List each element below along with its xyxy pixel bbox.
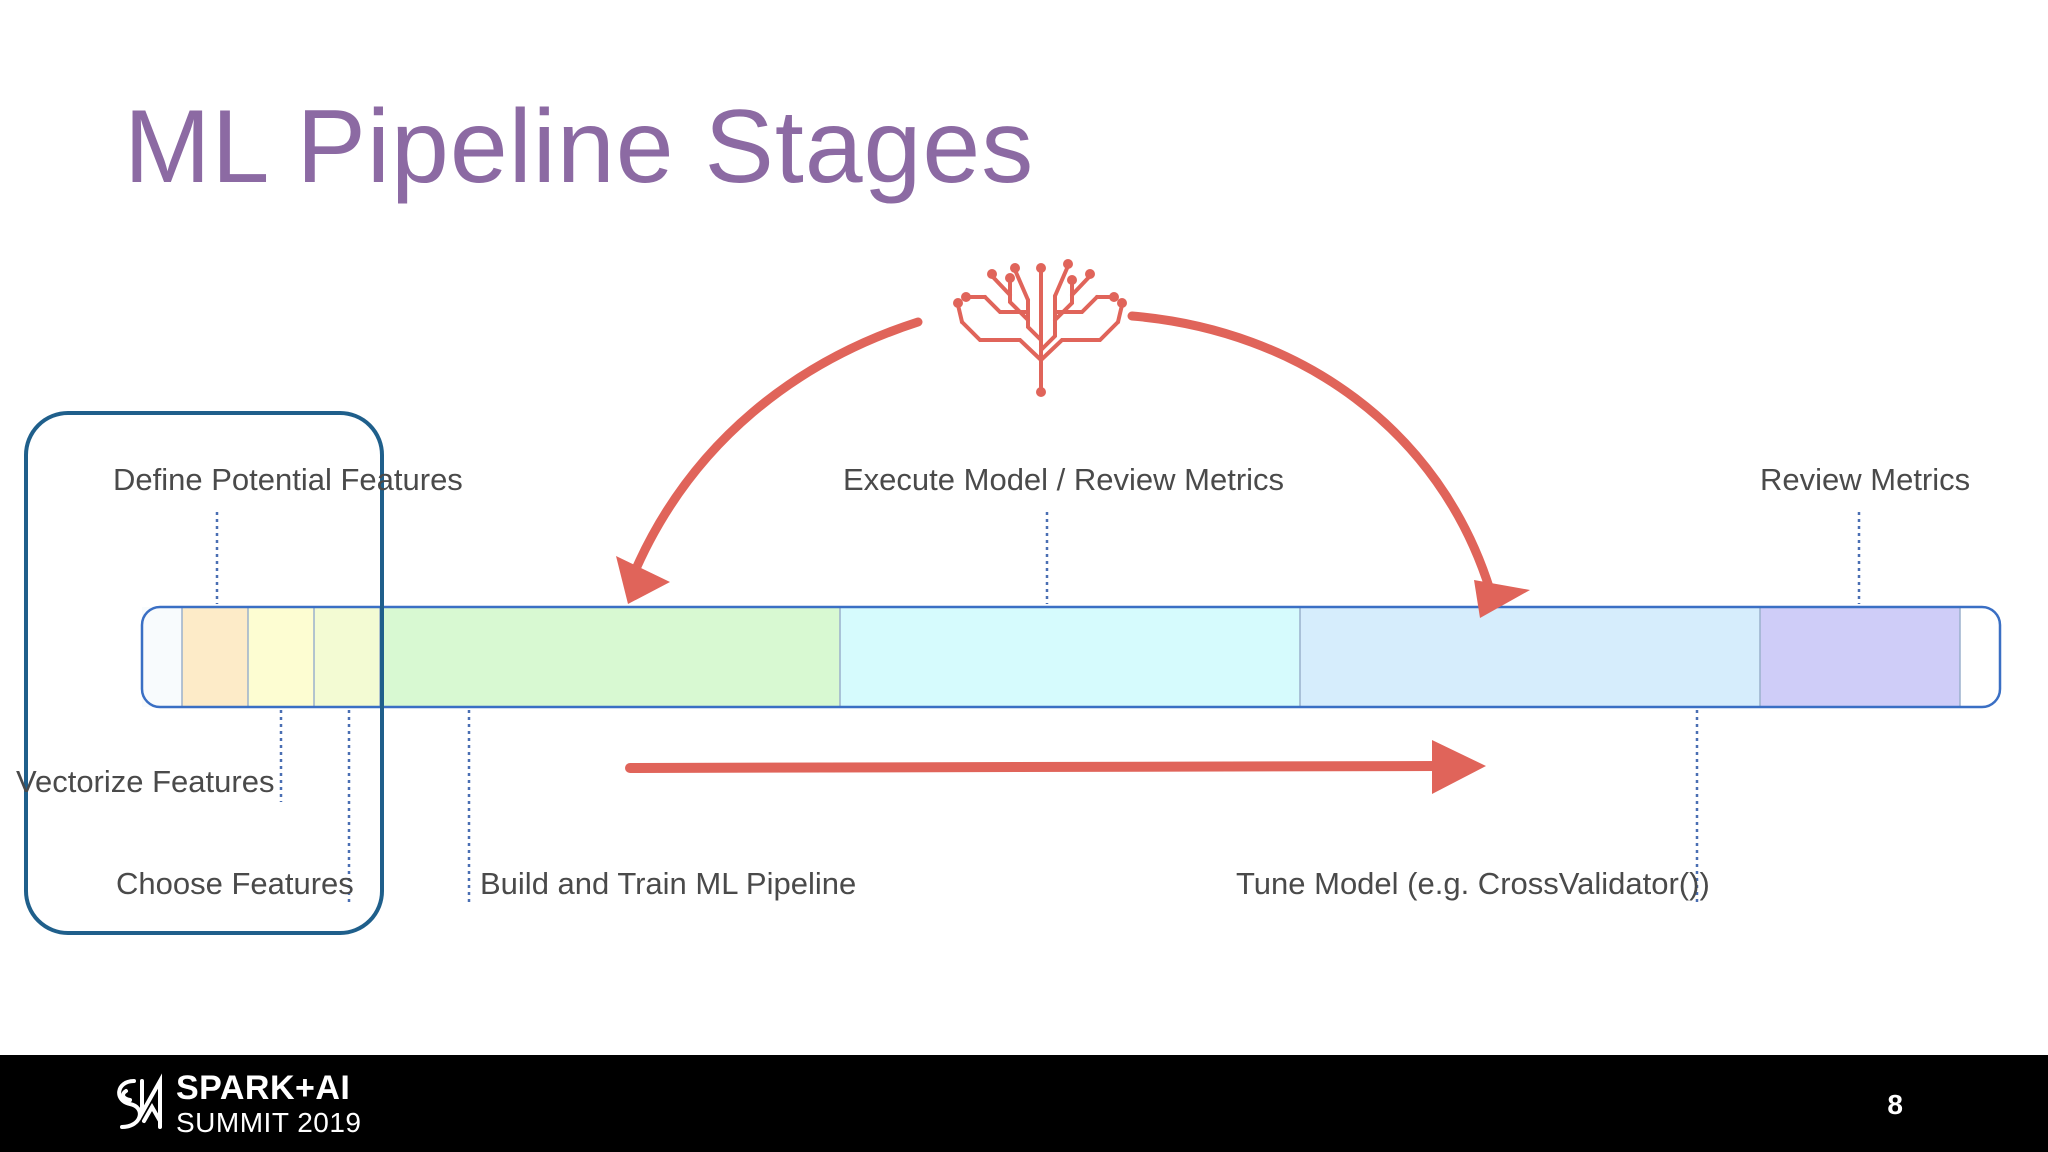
brain-circuit-icon (953, 259, 1127, 397)
segment-choose-features (314, 607, 380, 707)
segment-end (1960, 607, 2000, 707)
label-choose-features: Choose Features (116, 866, 354, 901)
segment-vectorize-features (248, 607, 314, 707)
page-number: 8 (1887, 1089, 1903, 1120)
segment-tune-model (1300, 607, 1760, 707)
segment-start (142, 607, 182, 707)
label-vectorize-features: Vectorize Features (16, 764, 275, 799)
summit-logo-text: SPARK+AI SUMMIT 2019 (176, 1071, 362, 1137)
segment-execute-model (840, 607, 1300, 707)
pipeline-bar (140, 605, 2002, 709)
segment-define-potential-features (182, 607, 248, 707)
straight-arrow-right (625, 740, 1486, 794)
footer-bar: SPARK+AI SUMMIT 2019 8 (0, 1055, 2048, 1152)
segment-build-and-train (380, 607, 840, 707)
label-tune-model: Tune Model (e.g. CrossValidator()) (1236, 866, 1710, 901)
label-build-and-train: Build and Train ML Pipeline (480, 866, 857, 901)
label-execute-model-review-metrics: Execute Model / Review Metrics (843, 462, 1285, 497)
segment-review-metrics (1760, 607, 1960, 707)
label-review-metrics: Review Metrics (1760, 462, 1971, 497)
spark-ai-logo-icon (117, 1073, 162, 1129)
logo-line2: SUMMIT 2019 (176, 1107, 362, 1138)
connector-lines (215, 512, 1861, 904)
highlight-box (24, 411, 384, 935)
label-define-potential-features: Define Potential Features (113, 462, 463, 497)
pipeline-bar-outline (140, 605, 2002, 709)
curved-arrow-left (616, 317, 923, 604)
slide-title: ML Pipeline Stages (124, 89, 1035, 205)
pipeline-diagram (24, 259, 2002, 935)
curved-arrow-right (1127, 311, 1530, 618)
logo-line1: SPARK+AI (176, 1069, 351, 1107)
